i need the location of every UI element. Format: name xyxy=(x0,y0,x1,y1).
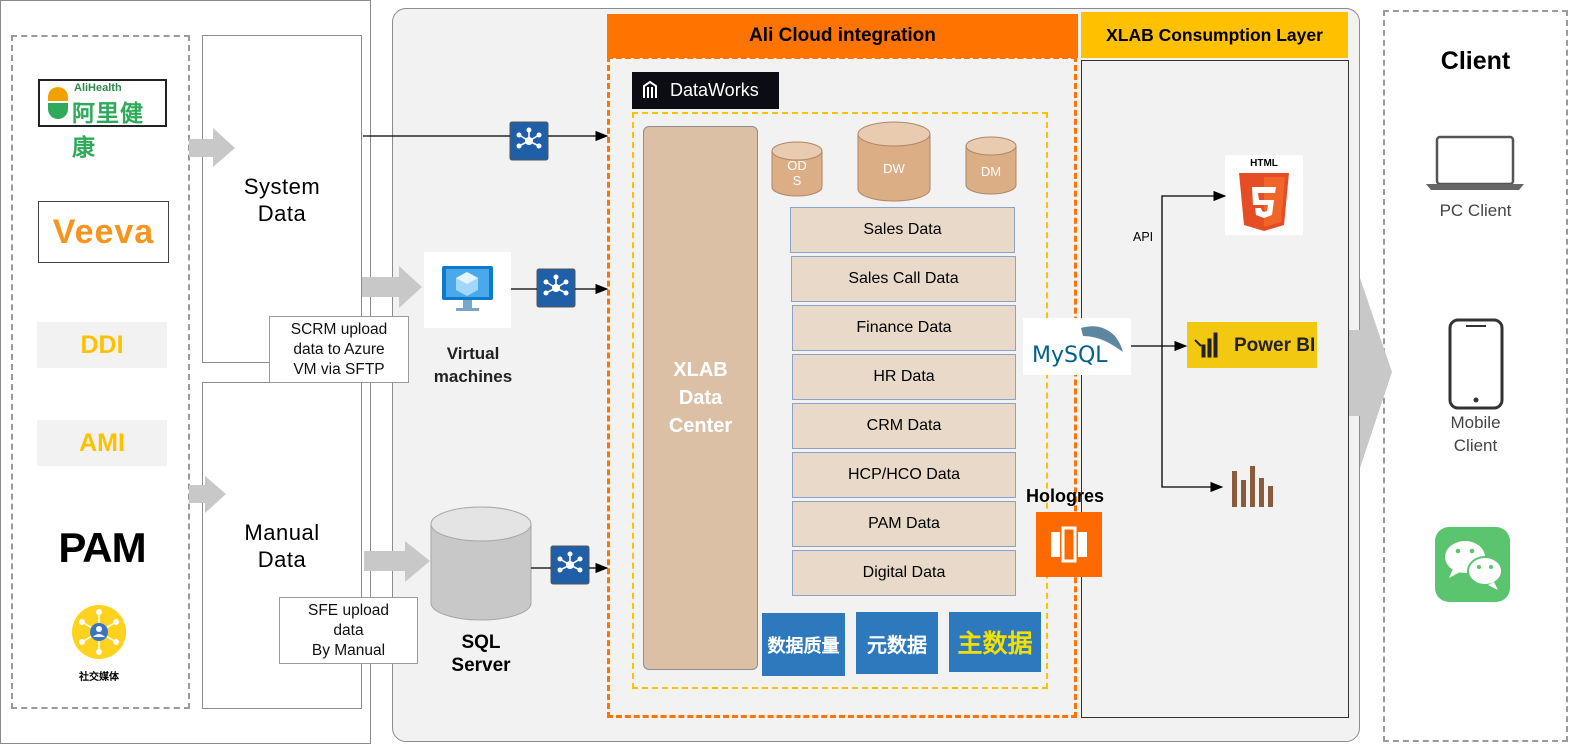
html5-icon: HTML xyxy=(1225,155,1303,235)
dataworks-badge: DataWorks xyxy=(632,72,779,109)
system-data-label: System Data xyxy=(243,174,321,226)
master-data-box: 主数据 xyxy=(949,612,1041,672)
tile-finance-data: Finance Data xyxy=(792,305,1016,351)
alihealth-logo: AliHealth 阿里健康 xyxy=(38,79,167,161)
data-integration-icon-3 xyxy=(550,545,590,585)
consumption-header: XLAB Consumption Layer xyxy=(1081,12,1348,58)
api-label: API xyxy=(1133,230,1154,244)
arrow-manual-sql xyxy=(364,541,430,582)
veeva-text: Veeva xyxy=(52,212,155,251)
ddi-text: DDI xyxy=(80,330,124,359)
powerbi-icon xyxy=(1194,331,1219,359)
virtual-machine-icon xyxy=(424,252,511,328)
tile-sales-call-data: Sales Call Data xyxy=(791,256,1016,302)
tile-hcp-hco-data: HCP/HCO Data xyxy=(792,452,1016,498)
pam-text: PAM xyxy=(58,524,146,571)
data-center-inner-region xyxy=(632,112,1048,689)
arrow-consumption-client xyxy=(1349,278,1392,468)
pc-client-label: PC Client xyxy=(1439,201,1512,220)
social-media-logo: 社交媒体 xyxy=(62,602,136,683)
arrow-sources-manual xyxy=(189,476,226,513)
dm-cylinder xyxy=(965,136,1017,195)
sfe-upload-note: SFE upload data By Manual xyxy=(279,597,418,664)
ami-logo: AMI xyxy=(37,420,167,466)
pam-logo: PAM xyxy=(37,522,167,574)
powerbi-badge: Power BI xyxy=(1187,322,1317,368)
hologres-icon xyxy=(1036,512,1102,577)
sfe-upload-text: SFE upload data By Manual xyxy=(308,601,389,659)
arrow-system-vm xyxy=(362,266,422,308)
ods-label: OD S xyxy=(787,158,807,188)
scrm-upload-text: SCRM upload data to Azure VM via SFTP xyxy=(290,320,388,378)
data-quality-box: 数据质量 xyxy=(762,613,845,676)
manual-data-label: Manual Data xyxy=(244,520,320,572)
wechat-icon xyxy=(1435,527,1510,602)
data-integration-icon-2 xyxy=(536,268,576,308)
dw-cylinder xyxy=(857,121,931,202)
ods-cylinder xyxy=(771,141,823,197)
mysql-logo: MySQL xyxy=(1023,318,1131,375)
client-title: Client xyxy=(1440,47,1511,75)
dw-label: DW xyxy=(883,160,905,176)
dm-label: DM xyxy=(980,163,1002,179)
laptop-icon xyxy=(1426,135,1524,190)
tile-pam-data: PAM Data xyxy=(792,501,1016,547)
social-media-label: 社交媒体 xyxy=(79,672,119,683)
social-network-icon xyxy=(72,605,126,659)
mysql-dolphin-icon xyxy=(1081,326,1123,352)
ami-text: AMI xyxy=(79,428,125,457)
mobile-phone-icon xyxy=(1448,318,1504,410)
alihealth-icon xyxy=(46,87,70,119)
consumption-region xyxy=(1081,60,1349,718)
html5-label: HTML xyxy=(1250,158,1278,169)
xlab-data-center-label: XLAB Data Center xyxy=(668,359,733,437)
sources-group xyxy=(11,35,190,709)
scrm-upload-note: SCRM upload data to Azure VM via SFTP xyxy=(269,316,409,383)
metadata-box: 元数据 xyxy=(856,612,938,674)
xlab-data-center: XLAB Data Center xyxy=(643,126,758,670)
mysql-text: MySQL xyxy=(1032,343,1108,368)
mobile-client-label: Mobile Client xyxy=(1450,413,1501,455)
tile-digital-data: Digital Data xyxy=(792,550,1016,596)
tile-hr-data: HR Data xyxy=(792,354,1016,400)
arrow-sources-system xyxy=(189,128,235,167)
tile-sales-data: Sales Data xyxy=(790,207,1015,253)
alihealth-cn: 阿里健康 xyxy=(72,101,144,161)
powerbi-label: Power BI xyxy=(1234,335,1316,356)
hologres-label: Hologres xyxy=(1026,486,1105,506)
sql-server-label: SQL Server xyxy=(451,632,511,676)
dataworks-icon xyxy=(643,80,657,98)
alihealth-en: AliHealth xyxy=(74,82,122,94)
veeva-logo: Veeva xyxy=(38,201,169,263)
data-integration-icon-1 xyxy=(509,121,549,161)
virtual-machines-label: Virtual machines xyxy=(433,344,513,386)
dataworks-label: DataWorks xyxy=(670,80,759,100)
ddi-logo: DDI xyxy=(37,322,167,368)
ali-cloud-header: Ali Cloud integration xyxy=(607,14,1078,58)
tile-crm-data: CRM Data xyxy=(792,403,1016,449)
